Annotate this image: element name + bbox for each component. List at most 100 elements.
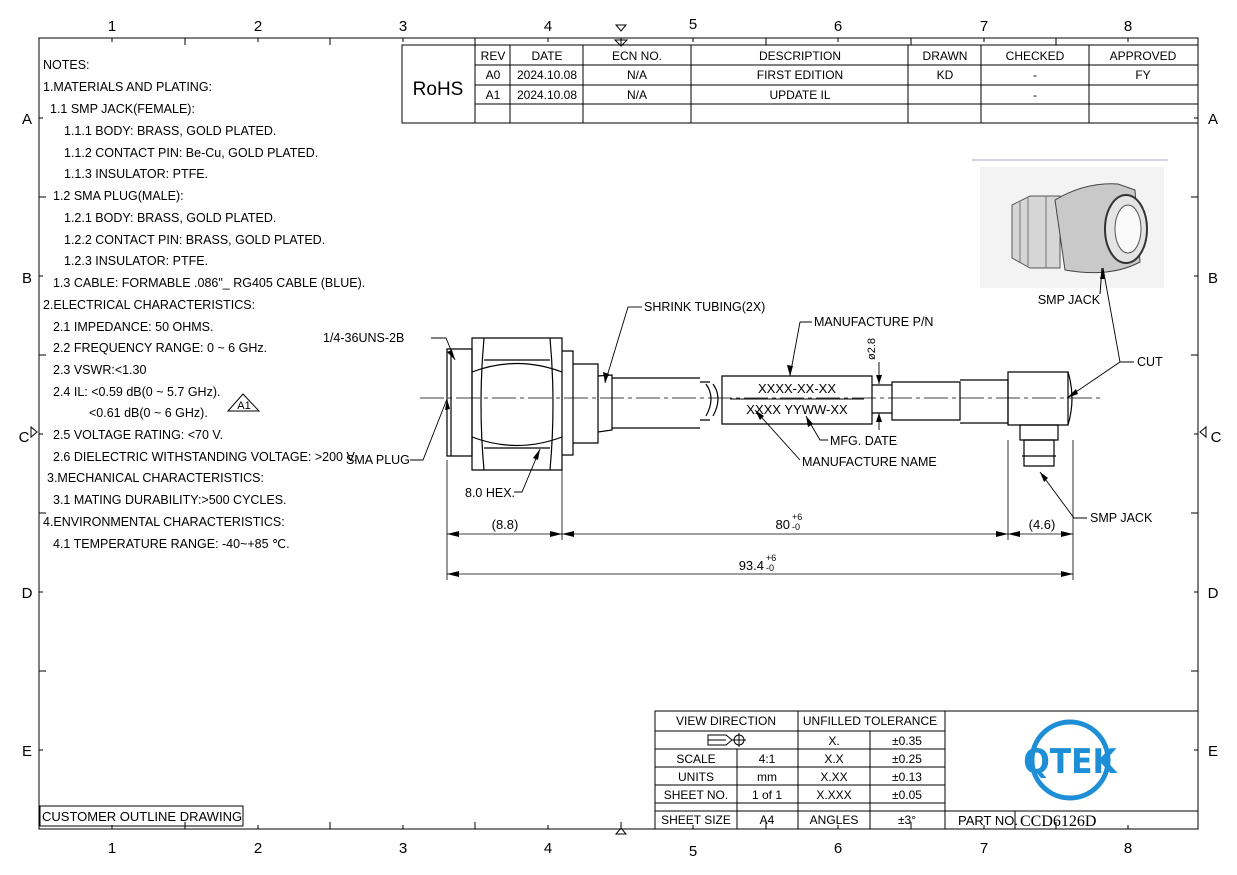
note-line: 2.1 IMPEDANCE: 50 OHMS. bbox=[53, 320, 213, 334]
col-label: 3 bbox=[399, 18, 407, 35]
thread-label: 1/4-36UNS-2B bbox=[323, 331, 404, 345]
diameter-label: ø2.8 bbox=[866, 338, 878, 360]
cut-label: CUT bbox=[1137, 355, 1163, 369]
tol-value: ±3° bbox=[898, 813, 916, 827]
note-line: 1.2.1 BODY: BRASS, GOLD PLATED. bbox=[64, 211, 276, 225]
col-label: 6 bbox=[834, 840, 842, 857]
rev-cell: UPDATE IL bbox=[769, 88, 830, 102]
dim-mid: 80 bbox=[776, 517, 790, 532]
revision-marker: A1 bbox=[226, 393, 261, 412]
view-direction-label: VIEW DIRECTION bbox=[676, 714, 776, 728]
scale-label: SCALE bbox=[676, 752, 715, 766]
rohs-label: RoHS bbox=[413, 79, 464, 100]
rev-cell: 2024.10.08 bbox=[517, 88, 577, 102]
col-label: 6 bbox=[834, 18, 842, 35]
sheet-frame bbox=[38, 37, 1199, 830]
rev-cell: 2024.10.08 bbox=[517, 68, 577, 82]
rev-header: DESCRIPTION bbox=[759, 49, 841, 63]
note-line: 4.1 TEMPERATURE RANGE: -40~+85 ℃. bbox=[53, 537, 290, 551]
smp-jack-label: SMP JACK bbox=[1090, 511, 1153, 525]
note-line: 1.3 CABLE: FORMABLE .086"_ RG405 CABLE (… bbox=[53, 276, 365, 290]
row-label: D bbox=[1208, 585, 1219, 602]
rev-cell: A1 bbox=[486, 88, 501, 102]
rev-cell: - bbox=[1033, 68, 1037, 82]
rev-cell: N/A bbox=[627, 68, 647, 82]
note-line: 1.1.2 CONTACT PIN: Be-Cu, GOLD PLATED. bbox=[64, 146, 318, 160]
row-label: C bbox=[19, 429, 30, 446]
dimensions: (8.8) 80 +6 -0 (4.6) 93.4 +6 -0 bbox=[446, 440, 1074, 580]
sheet-size-value: A4 bbox=[760, 813, 775, 827]
rev-cell: - bbox=[1033, 88, 1037, 102]
col-label: 7 bbox=[980, 840, 988, 857]
revision-triangle-icon bbox=[226, 393, 261, 412]
grid-labels: 1 2 3 4 5 6 7 8 1 2 3 4 5 6 7 8 A B C D … bbox=[19, 16, 1222, 860]
rev-cell: N/A bbox=[627, 88, 647, 102]
rev-header: DRAWN bbox=[923, 49, 968, 63]
revision-pointer-icon bbox=[613, 39, 629, 47]
part-no-value: CCD6126D bbox=[1020, 813, 1096, 830]
tol-class: X. bbox=[828, 734, 839, 748]
tol-class: ANGLES bbox=[810, 813, 859, 827]
smp-jack-photo-label: SMP JACK bbox=[1038, 293, 1101, 307]
tol-value: ±0.13 bbox=[892, 770, 922, 784]
note-line: 4.ENVIRONMENTAL CHARACTERISTICS: bbox=[43, 515, 285, 529]
col-label: 5 bbox=[689, 16, 697, 33]
note-line: 2.2 FREQUENCY RANGE: 0 ~ 6 GHz. bbox=[53, 341, 267, 355]
row-label: B bbox=[22, 270, 32, 287]
dim-total-tol-up: +6 bbox=[766, 553, 776, 563]
customer-outline-box bbox=[39, 805, 244, 827]
row-label: D bbox=[22, 585, 33, 602]
note-line: <0.61 dB(0 ~ 6 GHz). bbox=[89, 406, 208, 420]
row-label: E bbox=[1208, 743, 1218, 760]
marking-line2: XXXX YYWW-XX bbox=[746, 402, 848, 417]
note-line: 1.2 SMA PLUG(MALE): bbox=[53, 189, 184, 203]
tol-value: ±0.25 bbox=[892, 752, 922, 766]
revision-table: RoHS REV DATE ECN NO. DESCRIPTION DRAWN … bbox=[401, 39, 1199, 124]
row-label: E bbox=[22, 743, 32, 760]
marking-block: XXXX-XX-XX XXXX YYWW-XX bbox=[730, 381, 864, 417]
customer-outline-label: CUSTOMER OUTLINE DRAWING bbox=[42, 809, 242, 824]
rev-cell: A0 bbox=[486, 68, 501, 82]
sma-plug-label: SMA PLUG bbox=[346, 453, 410, 467]
note-line: 2.4 IL: <0.59 dB(0 ~ 5.7 GHz). bbox=[53, 385, 220, 399]
mfg-date-label: MFG. DATE bbox=[830, 434, 897, 448]
rev-header: REV bbox=[481, 49, 506, 63]
row-label: A bbox=[22, 111, 32, 128]
cable-assembly bbox=[597, 374, 1009, 433]
note-line: 2.3 VSWR:<1.30 bbox=[53, 363, 146, 377]
dim-right: (4.6) bbox=[1029, 517, 1056, 532]
manufacture-pn-label: MANUFACTURE P/N bbox=[814, 315, 933, 329]
note-line: 1.2.2 CONTACT PIN: BRASS, GOLD PLATED. bbox=[64, 233, 325, 247]
col-label: 8 bbox=[1124, 840, 1132, 857]
note-line: 1.1.3 INSULATOR: PTFE. bbox=[64, 167, 208, 181]
col-label: 2 bbox=[254, 18, 262, 35]
sma-plug bbox=[446, 337, 599, 471]
rev-cell: FIRST EDITION bbox=[757, 68, 843, 82]
note-line: 2.6 DIELECTRIC WITHSTANDING VOLTAGE: >20… bbox=[53, 450, 357, 464]
row-label: A bbox=[1208, 111, 1218, 128]
units-value: mm bbox=[757, 770, 777, 784]
smp-jack-body bbox=[1007, 371, 1073, 467]
col-label: 4 bbox=[544, 18, 552, 35]
dim-total-tol-down: -0 bbox=[766, 563, 774, 573]
title-block: CUSTOMER OUTLINE DRAWING VIEW DIRECTION … bbox=[39, 710, 1199, 830]
note-line: 1.1.1 BODY: BRASS, GOLD PLATED. bbox=[64, 124, 276, 138]
sheet-no-label: SHEET NO. bbox=[664, 788, 728, 802]
col-label: 7 bbox=[980, 18, 988, 35]
rev-header: ECN NO. bbox=[612, 49, 662, 63]
tol-class: X.XXX bbox=[816, 788, 851, 802]
tol-value: ±0.05 bbox=[892, 788, 922, 802]
rev-cell: FY bbox=[1135, 68, 1150, 82]
assembly-drawing bbox=[420, 337, 1100, 471]
tol-value: ±0.35 bbox=[892, 734, 922, 748]
col-label: 1 bbox=[108, 18, 116, 35]
qtek-logo: QTEK bbox=[1023, 719, 1118, 801]
rev-header: CHECKED bbox=[1006, 49, 1065, 63]
dim-mid-tol-down: -0 bbox=[792, 522, 800, 532]
note-line: 1.1 SMP JACK(FEMALE): bbox=[50, 102, 195, 116]
rev-header: DATE bbox=[531, 49, 562, 63]
sheet-size-label: SHEET SIZE bbox=[661, 813, 731, 827]
tol-class: X.X bbox=[824, 752, 843, 766]
col-label: 4 bbox=[544, 840, 552, 857]
